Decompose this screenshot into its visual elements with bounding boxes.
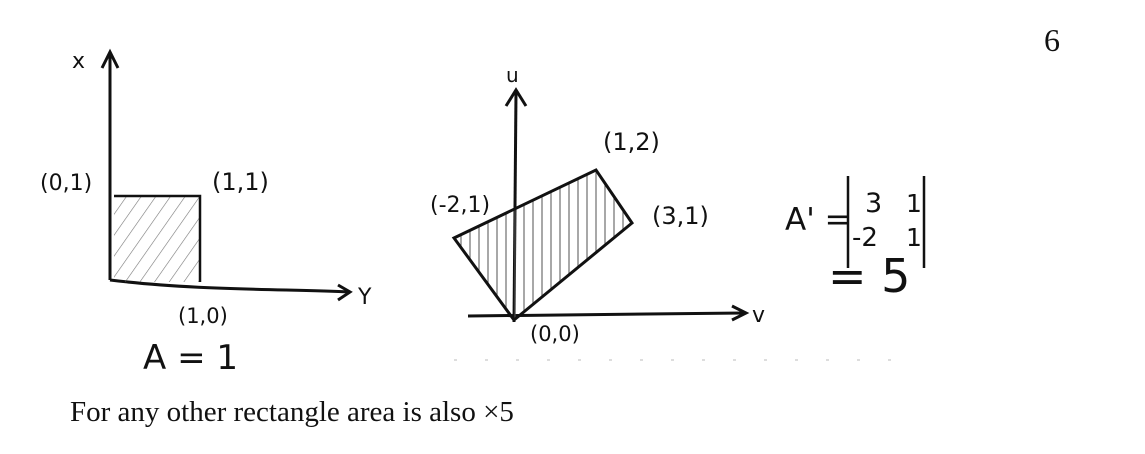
middle-point-1-2-label: (1,2) bbox=[603, 128, 660, 156]
parallelogram-outline bbox=[451, 168, 635, 323]
determinant-lhs: A' = bbox=[785, 202, 851, 238]
page-number: 6 bbox=[1044, 22, 1060, 58]
middle-point-0-0-label: (0,0) bbox=[530, 322, 580, 346]
determinant-result: = 5 bbox=[828, 249, 910, 303]
determinant-expression: A' = 3 1 -2 1 = 5 bbox=[785, 176, 926, 303]
middle-coordinate-plot: u v (-2,1) (1,2) (3,1) (0,0) bbox=[430, 63, 910, 361]
middle-axis-v-label: v bbox=[752, 303, 765, 328]
middle-point-3-1-label: (3,1) bbox=[652, 202, 709, 230]
left-point-1-0-label: (1,0) bbox=[178, 304, 228, 328]
u-axis-arrow bbox=[504, 87, 528, 107]
matrix-entry-r2c1: -2 bbox=[852, 223, 878, 253]
parallelogram-hatch bbox=[454, 170, 632, 320]
left-axis-x-label: x bbox=[72, 49, 85, 74]
matrix-entry-r1c2: 1 bbox=[906, 189, 922, 218]
left-coordinate-plot: x Y (0,1) (1,1) (1,0) A = 1 bbox=[40, 48, 372, 378]
figure-caption: For any other rectangle area is also ×5 bbox=[70, 396, 514, 428]
middle-axis-u-label: u bbox=[506, 63, 519, 87]
matrix-entry-r2c2: 1 bbox=[906, 223, 922, 252]
left-y-axis bbox=[109, 278, 351, 294]
middle-point-neg2-1-label: (-2,1) bbox=[430, 193, 490, 218]
left-point-0-1-label: (0,1) bbox=[40, 171, 92, 196]
v-axis-arrow bbox=[731, 304, 750, 322]
left-point-1-1-label: (1,1) bbox=[212, 168, 269, 196]
unit-square-outline bbox=[114, 194, 202, 282]
unit-square-hatch bbox=[114, 196, 200, 282]
matrix-entry-r1c1: 3 bbox=[865, 188, 882, 219]
left-axis-y-label: Y bbox=[357, 285, 372, 310]
left-x-axis-arrow bbox=[100, 48, 120, 69]
left-y-axis-arrow bbox=[337, 283, 353, 302]
area-label: A = 1 bbox=[143, 338, 238, 378]
